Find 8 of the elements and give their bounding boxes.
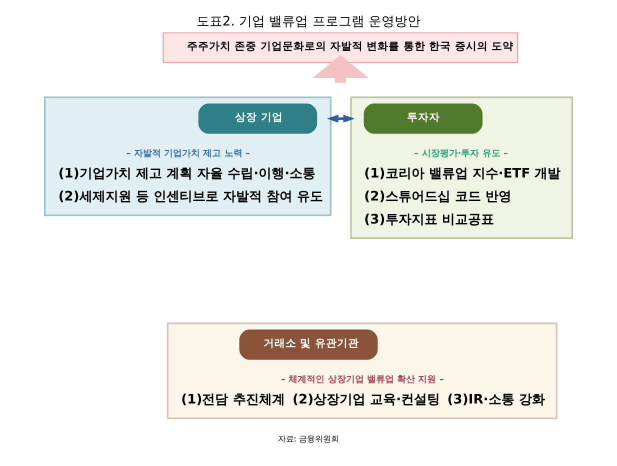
node-box: 주주가치 존중 기업문화로의 자발적 변화를 통한 한국 증시의 도약 — [162, 32, 518, 63]
node-box: 상장 기업 — [198, 104, 318, 134]
diagram-title: 도표2. 기업 밸류업 프로그램 운영방안 — [196, 14, 421, 30]
caption: 자료: 금융위원회 — [278, 434, 340, 444]
arrow — [326, 114, 352, 123]
node-box: 거래소 및 유관기관 — [239, 330, 378, 360]
arrow — [312, 55, 369, 83]
node-box: 투자자 — [364, 104, 483, 134]
